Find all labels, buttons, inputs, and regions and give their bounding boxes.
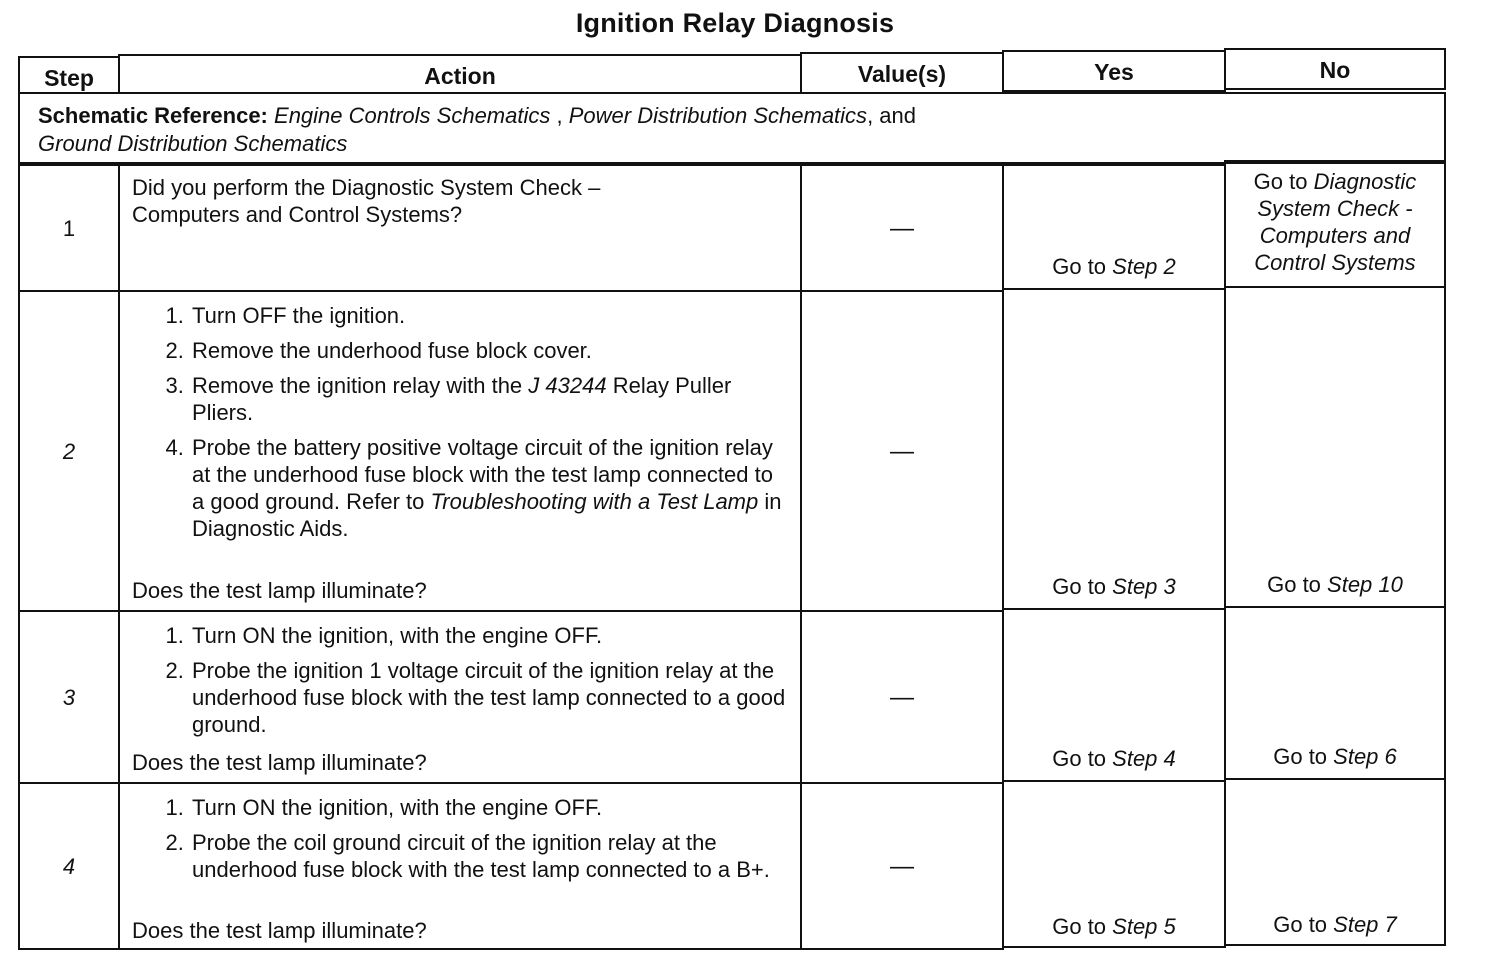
yes-cell: Go to Step 3	[1002, 288, 1226, 610]
no-go-to: Go to Step 6	[1226, 743, 1444, 770]
action-cell: Did you perform the Diagnostic System Ch…	[118, 164, 802, 292]
yes-go-to: Go to Step 3	[1004, 573, 1224, 600]
go-to-prefix: Go to	[1273, 744, 1334, 769]
action-cell: Turn OFF the ignition. Remove the underh…	[118, 290, 802, 612]
action-step: Turn ON the ignition, with the engine OF…	[190, 794, 792, 821]
action-step: Probe the coil ground circuit of the ign…	[190, 829, 792, 883]
yes-go-to: Go to Step 4	[1004, 745, 1224, 772]
schematic-reference-row: Schematic Reference: Engine Controls Sch…	[18, 92, 1446, 164]
header-no: No	[1224, 48, 1446, 90]
no-cell: Go to Diagnostic System Check - Computer…	[1224, 160, 1446, 288]
schematic-label: Schematic Reference:	[38, 103, 268, 128]
no-go-to: Go to Step 10	[1226, 571, 1444, 598]
value-cell: —	[800, 610, 1004, 784]
step-text: Relay Puller Pliers.	[192, 373, 732, 425]
no-cell: Go to Step 7	[1224, 778, 1446, 946]
go-to-prefix: Go to	[1273, 912, 1334, 937]
action-question: Does the test lamp illuminate?	[132, 918, 427, 943]
yes-cell: Go to Step 4	[1002, 608, 1226, 782]
doc-reference-link[interactable]: Troubleshooting with a Test Lamp	[430, 489, 759, 514]
go-to-prefix: Go to	[1267, 572, 1328, 597]
header-yes: Yes	[1002, 50, 1226, 92]
go-to-prefix: Go to	[1052, 914, 1113, 939]
action-cell: Turn ON the ignition, with the engine OF…	[118, 782, 802, 950]
go-to-step-link[interactable]: Step 5	[1112, 914, 1176, 939]
action-text: Did you perform the Diagnostic System Ch…	[132, 175, 601, 227]
step-text: Remove the ignition relay with the	[192, 373, 529, 398]
action-question: Does the test lamp illuminate?	[132, 750, 427, 775]
action-steps-list: Turn OFF the ignition. Remove the underh…	[132, 302, 788, 542]
step-number: 2	[18, 290, 120, 612]
yes-go-to: Go to Step 5	[1004, 913, 1224, 940]
go-to-step-link[interactable]: Step 4	[1112, 746, 1176, 771]
step-number: 3	[18, 610, 120, 784]
action-step: Probe the battery positive voltage circu…	[190, 434, 788, 542]
no-cell: Go to Step 10	[1224, 286, 1446, 608]
step-number: 1	[18, 164, 120, 292]
go-to-prefix: Go to	[1052, 254, 1113, 279]
schematic-sep-2: , and	[867, 103, 916, 128]
go-to-prefix: Go to	[1253, 169, 1314, 194]
document-title: Ignition Relay Diagnosis	[575, 8, 895, 38]
go-to-step-link[interactable]: Step 6	[1333, 744, 1397, 769]
action-cell: Turn ON the ignition, with the engine OF…	[118, 610, 802, 784]
go-to-step-link[interactable]: Step 10	[1327, 572, 1403, 597]
step-text: Probe the battery positive voltage circu…	[192, 435, 773, 514]
no-cell: Go to Step 6	[1224, 606, 1446, 780]
header-step: Step	[18, 56, 120, 94]
action-step: Turn OFF the ignition.	[190, 302, 788, 329]
yes-cell: Go to Step 5	[1002, 780, 1226, 948]
value-cell: —	[800, 164, 1004, 292]
go-to-prefix: Go to	[1052, 574, 1113, 599]
action-step: Probe the ignition 1 voltage circuit of …	[190, 657, 792, 738]
schematic-ref-ground: Ground Distribution Schematics	[38, 131, 348, 156]
step-text: in Diagnostic Aids.	[192, 489, 782, 541]
value-cell: —	[800, 782, 1004, 950]
action-step: Turn ON the ignition, with the engine OF…	[190, 622, 792, 649]
header-values: Value(s)	[800, 52, 1004, 94]
schematic-sep-1: ,	[550, 103, 569, 128]
value-cell: —	[800, 290, 1004, 612]
yes-go-to: Go to Step 2	[1004, 253, 1224, 280]
action-question: Does the test lamp illuminate?	[132, 578, 427, 603]
schematic-ref-power: Power Distribution Schematics	[568, 103, 868, 128]
header-action: Action	[118, 54, 802, 94]
no-go-to: Go to Step 7	[1226, 911, 1444, 938]
go-to-prefix: Go to	[1052, 746, 1113, 771]
go-to-step-link[interactable]: Step 7	[1333, 912, 1397, 937]
go-to-diagnostic-link[interactable]: Diagnostic System Check - Computers and …	[1254, 169, 1417, 275]
go-to-step-link[interactable]: Step 3	[1112, 574, 1176, 599]
go-to-step-link[interactable]: Step 2	[1112, 254, 1176, 279]
schematic-ref-engine: Engine Controls Schematics	[274, 103, 551, 128]
tool-reference: J 43244	[528, 373, 607, 398]
action-step: Remove the ignition relay with the J 432…	[190, 372, 788, 426]
action-step: Remove the underhood fuse block cover.	[190, 337, 788, 364]
step-number: 4	[18, 782, 120, 950]
action-steps-list: Turn ON the ignition, with the engine OF…	[128, 794, 792, 883]
action-steps-list: Turn ON the ignition, with the engine OF…	[128, 622, 792, 738]
yes-cell: Go to Step 2	[1002, 164, 1226, 290]
